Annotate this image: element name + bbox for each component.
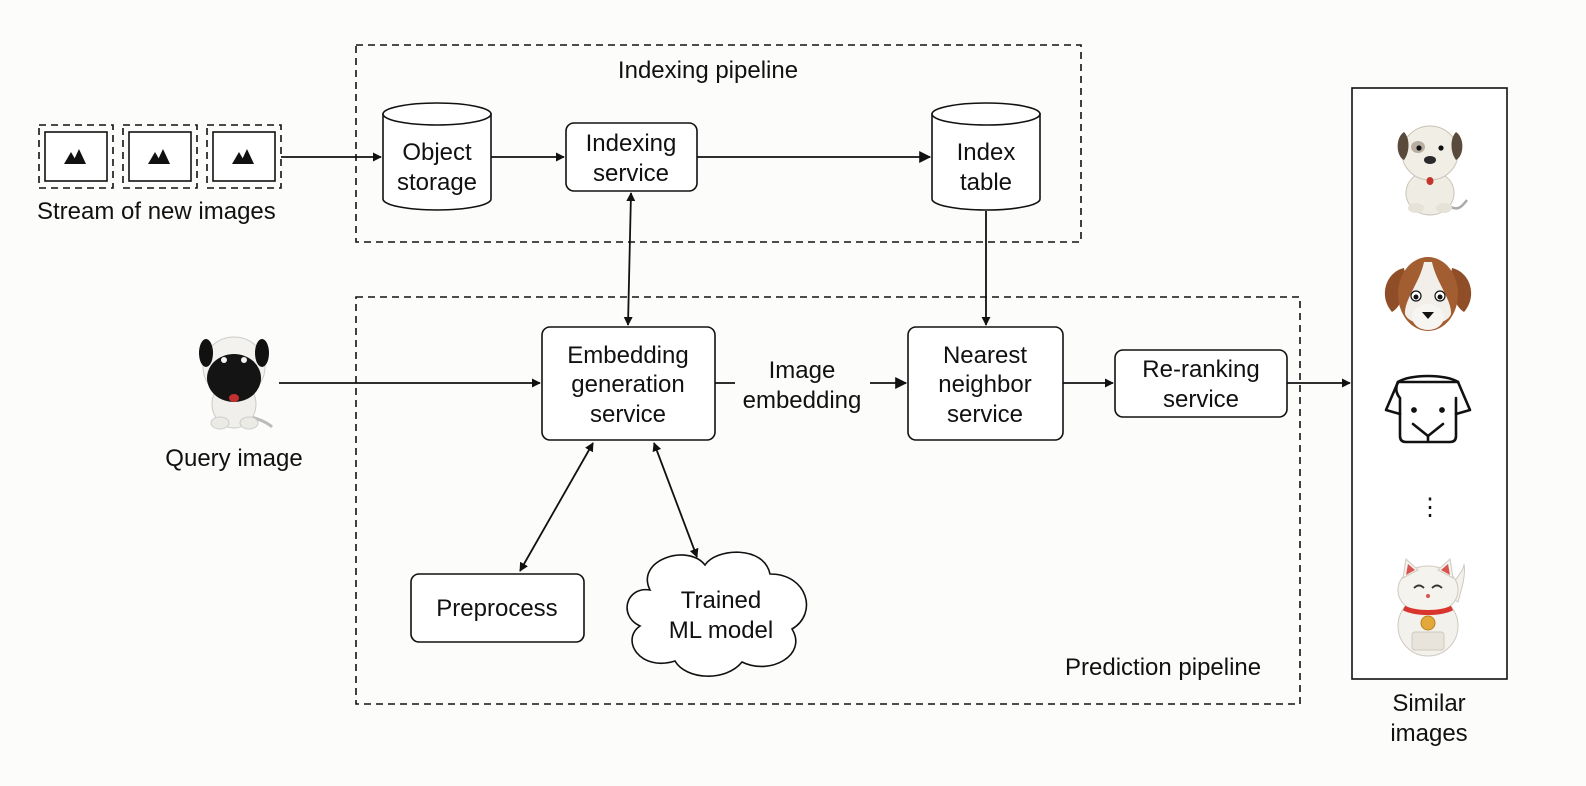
index-table-node: Index table [931, 102, 1041, 211]
pug-dog-icon [199, 336, 274, 430]
lucky-cat-icon [1397, 558, 1465, 657]
indexing-pipeline-title: Indexing pipeline [618, 57, 798, 84]
edge-embedding-preprocess [519, 442, 594, 572]
image-placeholder-icon [148, 149, 170, 164]
image-embedding-label: Image embedding [743, 357, 862, 414]
edge-indexing-embedding [623, 192, 636, 326]
similar-images-line-1: Similar [1392, 690, 1465, 717]
reranking-line-2: service [1163, 386, 1239, 413]
stream-image-1 [38, 124, 114, 189]
stream-image-2 [122, 124, 198, 189]
index-table-line-2: table [960, 169, 1012, 196]
similar-images-panel: ⋮ Similar images [1351, 87, 1508, 747]
edges [279, 151, 1351, 572]
object-storage-line-1: Object [402, 139, 472, 166]
image-stream: Stream of new images [37, 124, 282, 225]
more-results-ellipsis: ⋮ [1418, 494, 1442, 521]
cloud-shape [626, 551, 808, 677]
beagle-dog-icon [1384, 257, 1472, 331]
image-embedding-line-2: embedding [743, 387, 862, 414]
embedding-service-node: Embedding generation service [541, 326, 716, 441]
image-embedding-line-1: Image [769, 357, 836, 384]
object-storage-node: Object storage [382, 102, 492, 211]
nearest-neighbor-line-3: service [947, 401, 1023, 428]
object-storage-line-2: storage [397, 169, 477, 196]
outline-dog-icon [1384, 374, 1472, 444]
indexing-service-node: Indexing service [565, 122, 698, 192]
reranking-line-1: Re-ranking [1142, 356, 1259, 383]
edge-embedding-model [652, 442, 699, 558]
trained-model-line-1: Trained [681, 587, 761, 614]
prediction-pipeline-group: Prediction pipeline [355, 296, 1301, 705]
nearest-neighbor-node: Nearest neighbor service [907, 326, 1064, 441]
stream-image-3 [206, 124, 282, 189]
preprocess-node: Preprocess [410, 573, 585, 643]
query-image-label: Query image [165, 445, 302, 472]
trained-model-line-2: ML model [669, 617, 773, 644]
embedding-service-line-2: generation [571, 371, 684, 398]
preprocess-label: Preprocess [436, 595, 557, 622]
embedding-service-line-1: Embedding [567, 342, 688, 369]
prediction-pipeline-title: Prediction pipeline [1065, 654, 1261, 681]
reranking-service-node: Re-ranking service [1114, 349, 1288, 418]
similar-images-line-2: images [1390, 720, 1467, 747]
nearest-neighbor-line-1: Nearest [943, 342, 1027, 369]
image-placeholder-icon [232, 149, 254, 164]
index-table-line-1: Index [957, 139, 1016, 166]
query-image: Query image [165, 336, 303, 472]
indexing-service-line-1: Indexing [586, 130, 677, 157]
trained-model-node: Trained ML model [626, 551, 808, 677]
stream-label: Stream of new images [37, 198, 276, 225]
indexing-pipeline-group: Indexing pipeline [355, 44, 1082, 243]
nearest-neighbor-line-2: neighbor [938, 371, 1031, 398]
plush-dog-icon [1397, 125, 1468, 216]
embedding-service-line-3: service [590, 401, 666, 428]
indexing-service-line-2: service [593, 160, 669, 187]
image-placeholder-icon [64, 149, 86, 164]
